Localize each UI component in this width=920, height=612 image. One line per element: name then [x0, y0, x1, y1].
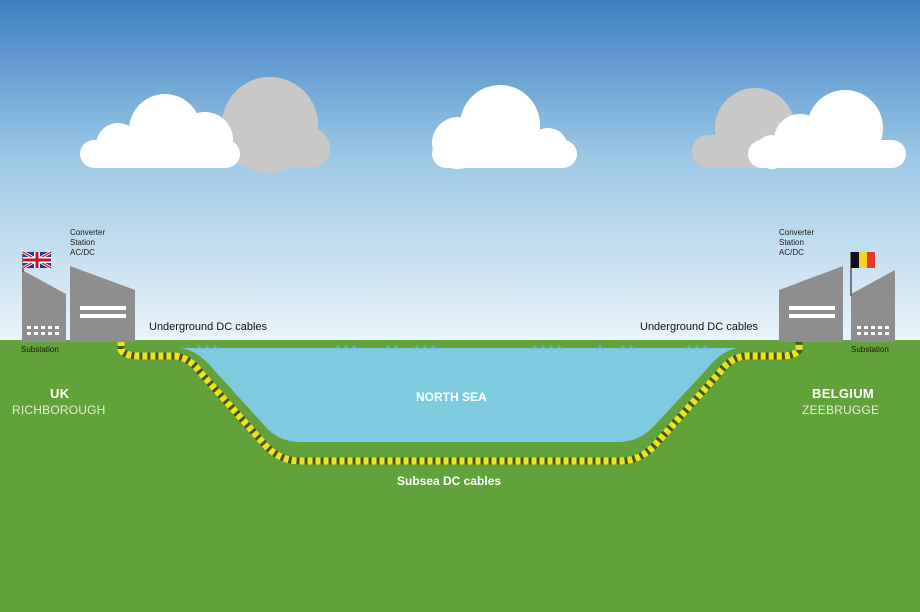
uk-substation-label: Substation [21, 345, 59, 354]
uk-converter-label: Converter Station AC/DC [70, 228, 106, 257]
cloud-left [80, 77, 330, 173]
cloud-center [432, 85, 577, 169]
belgium-town-label: ZEEBRUGGE [802, 403, 880, 417]
uk-converter-station [70, 266, 135, 342]
uk-flag-icon [22, 250, 52, 270]
waves [195, 345, 709, 350]
belgium-flag-icon [851, 252, 875, 268]
belgium-underground-cable-label: Underground DC cables [640, 321, 759, 333]
dc-cable [117, 333, 803, 465]
north-sea [180, 348, 738, 442]
uk-country-label: UK [50, 386, 70, 401]
belgium-country-label: BELGIUM [812, 386, 875, 401]
belgium-substation-label: Substation [851, 345, 889, 354]
uk-town-label: RICHBOROUGH [12, 403, 106, 417]
north-sea-label: NORTH SEA [416, 390, 487, 404]
uk-underground-cable-label: Underground DC cables [149, 321, 268, 333]
sky [0, 0, 920, 350]
subsea-cable-label: Subsea DC cables [397, 474, 502, 488]
belgium-converter-label: Converter Station AC/DC [779, 228, 815, 257]
belgium-converter-station [779, 266, 843, 342]
cloud-right [692, 88, 906, 169]
